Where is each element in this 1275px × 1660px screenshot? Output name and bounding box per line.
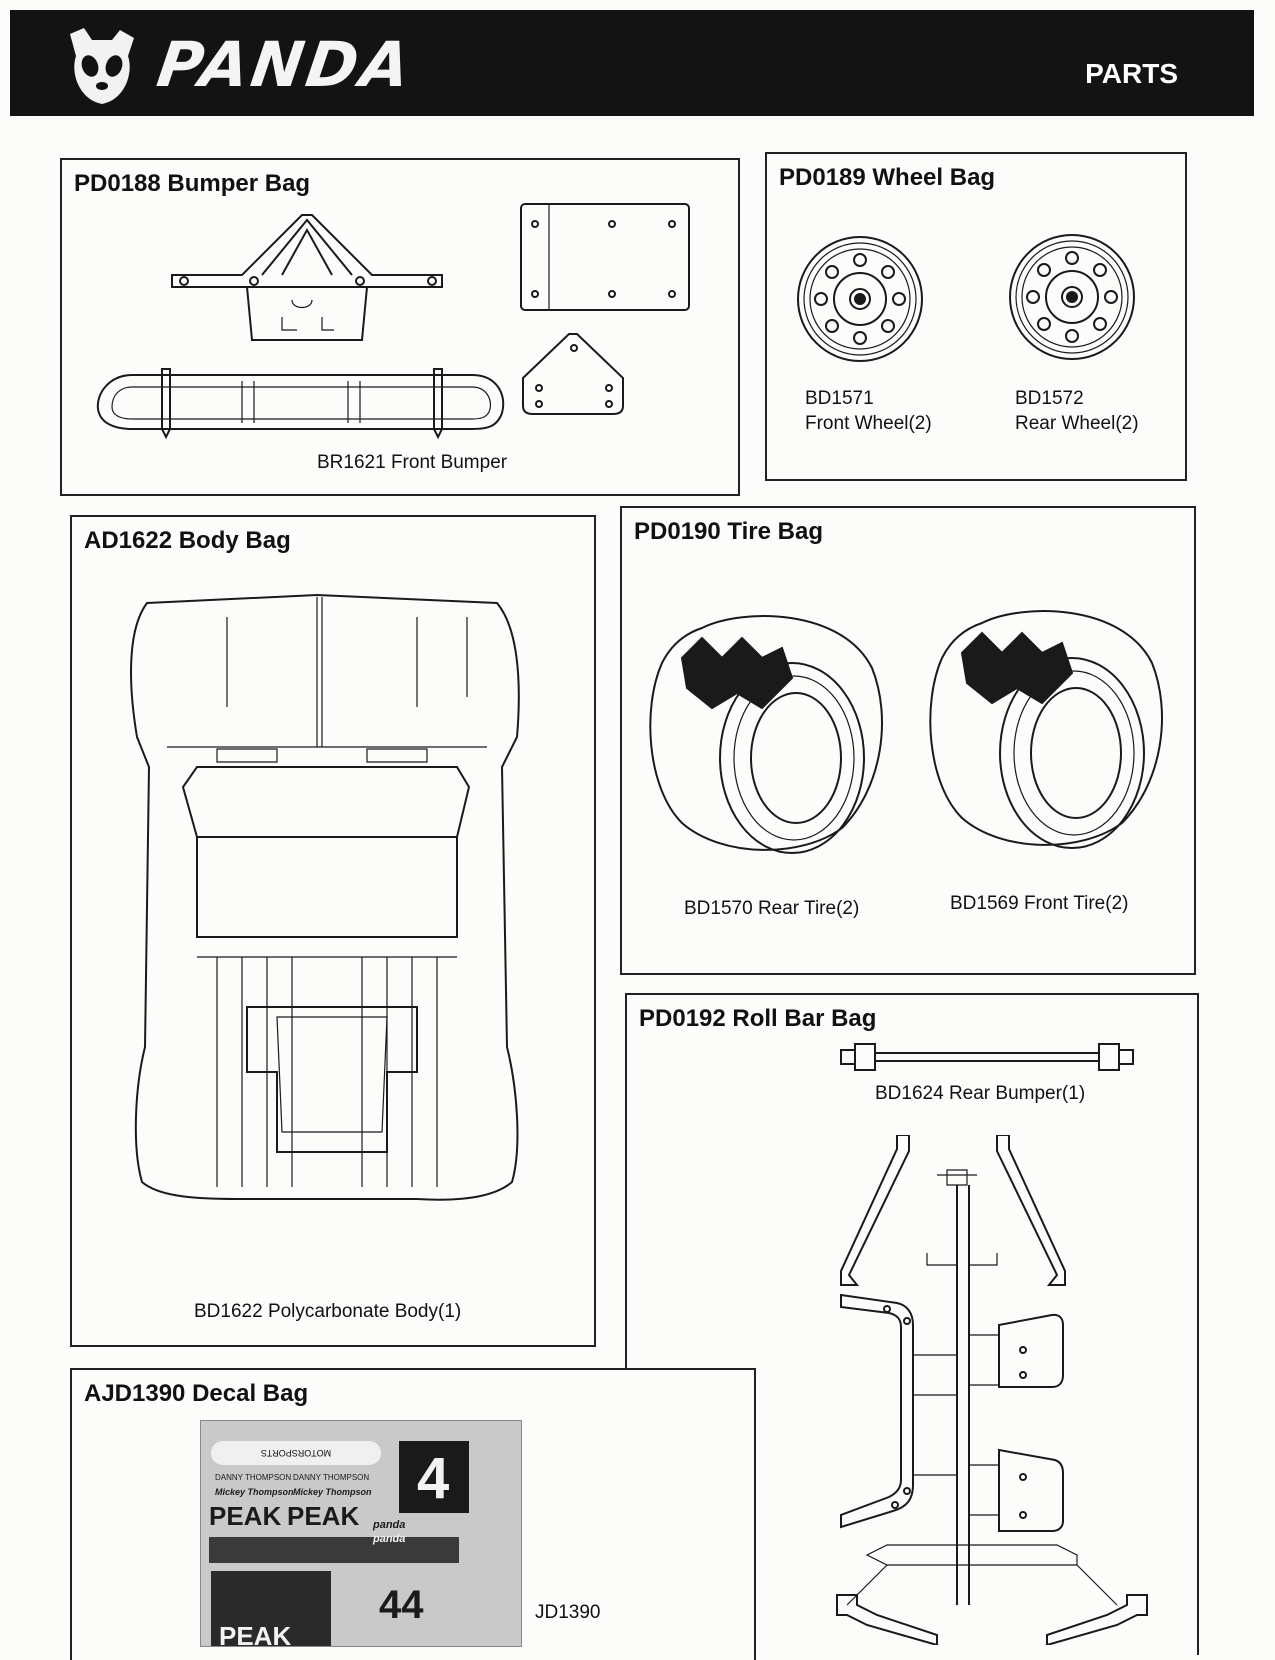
decal-peak-1: PEAK — [209, 1501, 282, 1531]
front-wheel-code: BD1571 — [805, 388, 874, 409]
page-header: PANDA PARTS — [10, 10, 1254, 116]
front-bumper-tube-drawing — [96, 368, 505, 440]
panda-logo-icon — [70, 28, 134, 104]
front-bumper-label: BR1621 Front Bumper — [317, 452, 508, 473]
bumper-plate-drawing — [520, 203, 690, 311]
rear-bumper-bar-drawing — [840, 1043, 1134, 1071]
brand-wordmark: PANDA — [152, 28, 418, 101]
front-wheel-label: Front Wheel(2) — [805, 413, 932, 434]
bumper-mount-bracket-drawing — [522, 333, 624, 415]
decal-mountain-graphic — [211, 1571, 331, 1646]
decal-panda-2: panda — [373, 1533, 406, 1545]
tire-bag-panel: PD0190 Tire Bag BD1570 Rear Tire(2) BD15… — [620, 506, 1196, 975]
decal-top-banner: MOTORSPORTS — [211, 1441, 381, 1465]
tire-bag-title: PD0190 Tire Bag — [634, 518, 823, 545]
front-tire-drawing — [929, 610, 1163, 849]
rear-bumper-label: BD1624 Rear Bumper(1) — [875, 1083, 1086, 1104]
decal-mickey-thompson-1: Mickey Thompson — [215, 1487, 294, 1497]
wheel-bag-panel: PD0189 Wheel Bag BD1571 Front Wheel(2) B… — [765, 152, 1187, 481]
front-tire-label: BD1569 Front Tire(2) — [950, 893, 1129, 914]
rear-tire-drawing — [649, 615, 883, 854]
rear-tire-label: BD1570 Rear Tire(2) — [684, 898, 860, 919]
decal-danny-thompson-2: DANNY THOMPSON — [293, 1473, 370, 1482]
body-bag-panel: AD1622 Body Bag BD1622 Polycarbonate Bod… — [70, 515, 596, 1347]
decal-number-4-block: 4 — [399, 1441, 469, 1513]
decal-peak-3: PEAK — [219, 1621, 292, 1647]
roll-bar-sprue-drawing — [836, 1135, 1148, 1645]
decal-danny-thompson-1: DANNY THOMPSON — [215, 1473, 292, 1482]
wheel-bag-title: PD0189 Wheel Bag — [779, 164, 996, 191]
page-section-title: PARTS — [1085, 58, 1178, 89]
decal-sheet-code: JD1390 — [535, 1602, 601, 1623]
decal-bag-title: AJD1390 Decal Bag — [84, 1380, 309, 1407]
rear-wheel-label: Rear Wheel(2) — [1015, 413, 1139, 434]
decal-stripe-row — [209, 1537, 459, 1563]
polycarbonate-body-drawing — [130, 593, 520, 1201]
decal-number-44: 44 — [379, 1583, 424, 1627]
decal-mickey-thompson-2: Mickey Thompson — [293, 1487, 372, 1497]
front-bumper-frame-drawing — [171, 214, 443, 341]
body-bag-title: AD1622 Body Bag — [84, 527, 291, 554]
decal-number-4: 4 — [417, 1446, 450, 1511]
decal-sheet: MOTORSPORTS DANNY THOMPSON DANNY THOMPSO… — [200, 1420, 522, 1647]
roll-bar-bag-title: PD0192 Roll Bar Bag — [639, 1005, 877, 1032]
polycarbonate-body-label: BD1622 Polycarbonate Body(1) — [194, 1301, 462, 1322]
decal-panda-1: panda — [373, 1519, 406, 1531]
decal-peak-2: PEAK — [287, 1501, 360, 1531]
bumper-bag-panel: PD0188 Bumper Bag BR1621 Front Bumper — [60, 158, 740, 496]
decal-motorsports-text: MOTORSPORTS — [260, 1448, 332, 1458]
front-wheel-drawing — [797, 236, 923, 362]
rear-wheel-drawing — [1009, 234, 1135, 360]
rear-wheel-code: BD1572 — [1015, 388, 1084, 409]
bumper-bag-title: PD0188 Bumper Bag — [74, 170, 311, 197]
